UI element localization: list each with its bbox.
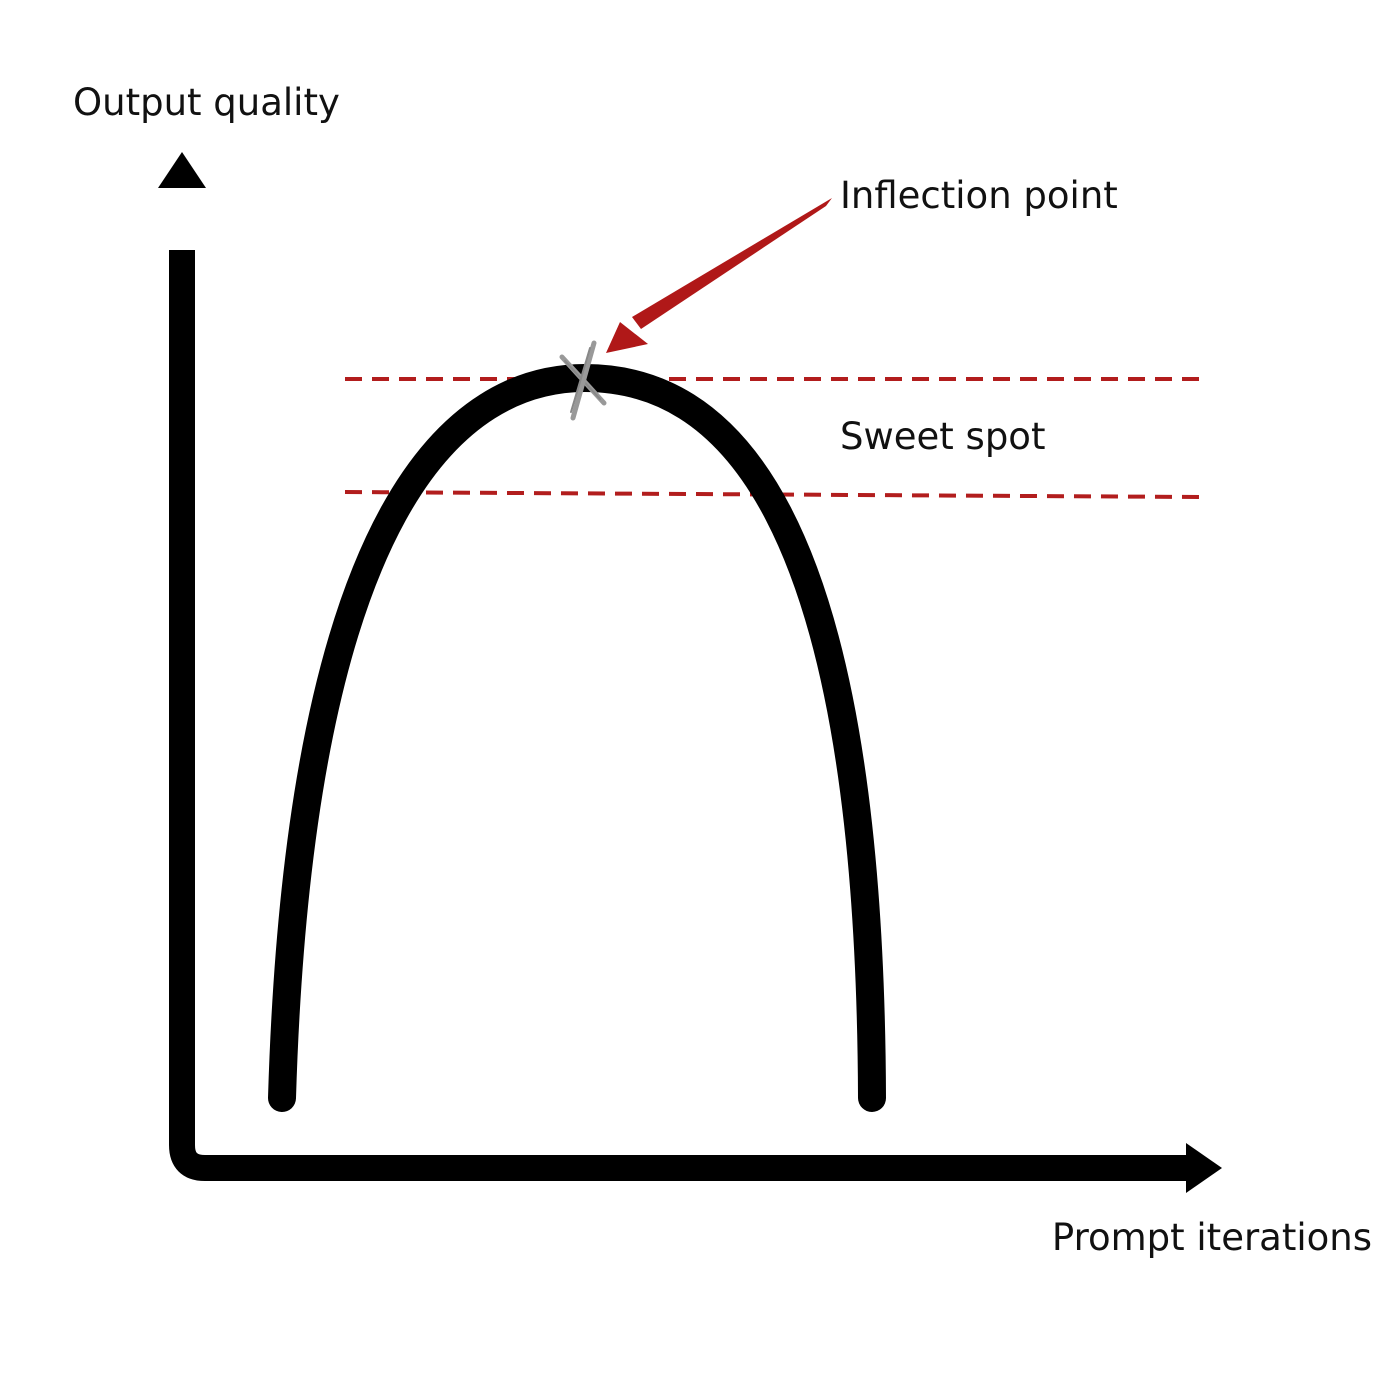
quality-curve [268, 363, 886, 1112]
y-axis-arrowhead [158, 152, 206, 188]
axis-line [169, 250, 1190, 1181]
y-axis-label: Output quality [73, 81, 340, 124]
x-axis-label: Prompt iterations [1052, 1216, 1372, 1259]
x-axis-arrowhead [1186, 1143, 1222, 1193]
lower-threshold-line [344, 490, 1201, 499]
sweet-spot-label: Sweet spot [840, 415, 1045, 458]
inflection-arrow [606, 198, 832, 353]
x-mark-icon [559, 340, 607, 421]
inflection-label: Inflection point [840, 174, 1118, 217]
axes [158, 152, 1222, 1193]
